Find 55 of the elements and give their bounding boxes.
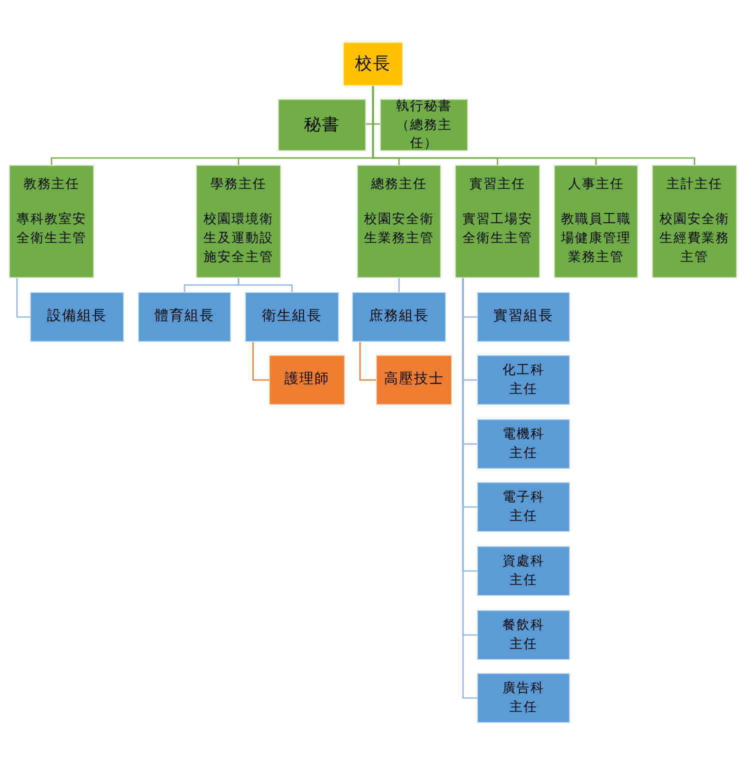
role-duty: 校園環境衛生及運動設施安全主管	[202, 210, 274, 266]
org-box	[477, 546, 570, 596]
role-title: 教務主任	[24, 175, 80, 193]
role-duty: 專科教室安全衛生主管	[16, 210, 88, 247]
org-box	[9, 165, 94, 278]
role-title: 總務主任	[371, 175, 427, 193]
org-box	[352, 292, 446, 342]
role-title: 庶務組長	[369, 307, 429, 326]
role-title: 電子科主任	[502, 488, 546, 525]
role-duty: 校園安全衛生業務主管	[363, 210, 435, 247]
org-box	[357, 165, 441, 278]
connector-line	[398, 278, 400, 292]
role-title: 校長	[355, 52, 391, 75]
org-box	[269, 355, 345, 405]
role-duty: 教職員工職場健康管理業務主管	[560, 210, 632, 266]
role-title: 廣告科主任	[502, 679, 546, 716]
org-box	[196, 165, 281, 278]
connector-line	[252, 342, 269, 381]
org-box	[477, 482, 570, 532]
role-title: 餐飲科主任	[502, 616, 546, 653]
org-box	[477, 419, 570, 469]
role-title: 體育組長	[154, 307, 214, 326]
role-title: 主計主任	[666, 175, 722, 193]
org-box	[477, 355, 570, 405]
role-title: 實習組長	[494, 308, 554, 326]
role-title: 實習主任	[470, 175, 526, 193]
role-duty: 實習工場安全衛生主管	[462, 210, 534, 247]
org-box	[30, 292, 124, 342]
role-title: 電機科主任	[502, 425, 546, 462]
role-duty: 校園安全衛生經費業務主管	[658, 210, 730, 266]
org-box	[477, 673, 570, 723]
org-box	[376, 355, 452, 405]
role-title: 護理師	[284, 370, 330, 389]
org-box	[343, 42, 403, 86]
role-title: 學務主任	[210, 175, 266, 193]
connector-line	[238, 278, 293, 292]
org-box	[477, 610, 570, 660]
role-title: 執行秘書（總務主任）	[394, 96, 453, 152]
role-title: 化工科主任	[502, 361, 546, 398]
role-title: 資處科主任	[502, 552, 546, 589]
org-box	[455, 165, 540, 278]
connector-line	[359, 342, 376, 381]
org-box	[138, 292, 231, 342]
role-title: 設備組長	[47, 308, 107, 326]
connector-line	[16, 278, 30, 318]
role-title: 高壓技士	[384, 370, 444, 389]
org-box	[245, 292, 339, 342]
role-title: 衛生組長	[262, 308, 322, 326]
org-box	[652, 165, 737, 278]
org-box	[477, 292, 570, 342]
org-box	[380, 99, 468, 151]
role-title: 秘書	[304, 114, 340, 136]
org-box	[278, 99, 366, 151]
role-title: 人事主任	[568, 175, 624, 193]
org-box	[554, 165, 638, 278]
